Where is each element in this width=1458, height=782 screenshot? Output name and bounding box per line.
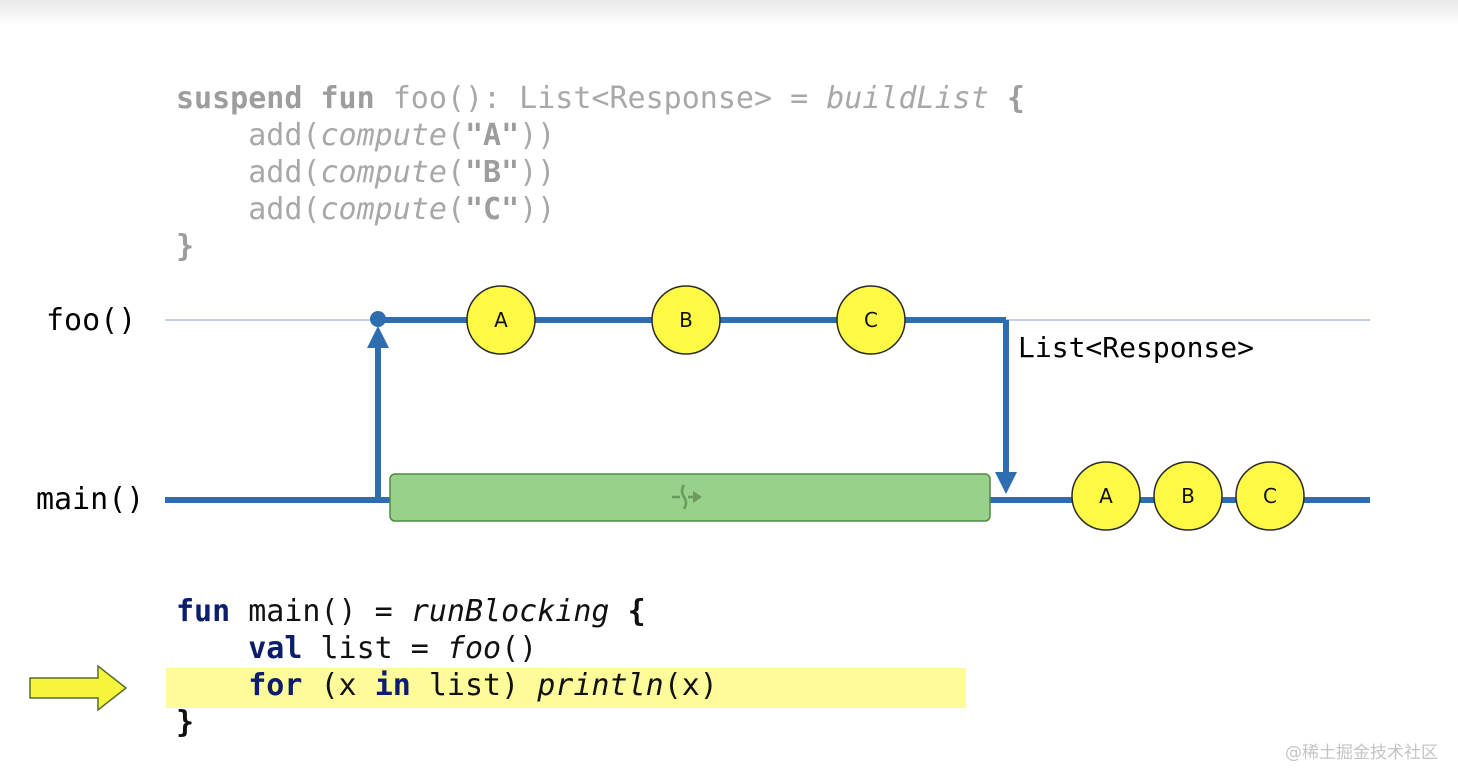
code-space (610, 594, 628, 629)
code-text: () (501, 631, 538, 666)
paren: )) (519, 192, 556, 227)
main-nodes: A B C (1071, 461, 1305, 531)
add-call: add( (248, 155, 321, 190)
compute-call: compute (320, 192, 447, 227)
code-text: list = (302, 631, 447, 666)
code-line: suspend fun foo(): List<Response> = buil… (176, 80, 1025, 117)
foo-lane-label: foo() (46, 303, 137, 338)
main-node-b (1153, 461, 1223, 531)
code-text: (x) (663, 668, 718, 703)
open-brace: { (627, 594, 646, 629)
foo-node-c (836, 285, 906, 355)
main-node-label: B (1181, 484, 1195, 508)
builder-name: buildList (826, 81, 989, 116)
paren: ( (446, 155, 465, 190)
compute-call: compute (320, 155, 447, 190)
paren: )) (519, 155, 556, 190)
close-brace: } (176, 705, 195, 740)
keyword-fun: fun (320, 81, 375, 116)
current-line-pointer-icon (29, 664, 128, 712)
println-call: println (537, 668, 664, 703)
keyword-val: val (248, 631, 303, 666)
keyword-fun: fun (176, 594, 231, 629)
watermark: @稀土掘金技术社区 (1285, 743, 1438, 763)
code-indent (176, 668, 248, 703)
foo-node-label: A (494, 308, 508, 332)
code-line-current: for (x in list) println(x) (176, 667, 718, 704)
open-brace: { (1006, 81, 1025, 116)
code-line: add(compute("B")) (176, 154, 1025, 191)
foo-node-a (466, 285, 536, 355)
return-arrow-head (995, 472, 1017, 494)
foo-call: foo (446, 631, 502, 666)
add-call: add( (248, 192, 321, 227)
suspend-icon (672, 484, 702, 510)
paren: ( (446, 192, 465, 227)
current-line-highlight (166, 668, 966, 708)
call-arrow-head (367, 326, 389, 348)
code-line: add(compute("A")) (176, 117, 1025, 154)
main-function-code: fun main() = runBlocking { val list = fo… (176, 593, 718, 741)
code-line: val list = foo() (176, 630, 718, 667)
string-literal: "A" (465, 118, 520, 153)
foo-node-b (651, 285, 721, 355)
code-line: } (176, 704, 718, 741)
code-line: add(compute("C")) (176, 191, 1025, 228)
code-line: fun main() = runBlocking { (176, 593, 718, 630)
suspend-function-code: suspend fun foo(): List<Response> = buil… (176, 80, 1025, 265)
code-indent (176, 631, 248, 666)
foo-node-label: B (679, 308, 693, 332)
string-literal: "C" (465, 192, 520, 227)
add-call: add( (248, 118, 321, 153)
builder-name: runBlocking (410, 594, 610, 629)
keyword-for: for (248, 668, 303, 703)
code-line: } (176, 228, 1025, 265)
string-literal: "B" (465, 155, 520, 190)
code-text: list) (410, 668, 538, 703)
call-start-dot (370, 311, 386, 327)
paren: ( (446, 118, 465, 153)
top-bar (0, 0, 1458, 26)
paren: )) (519, 118, 556, 153)
function-signature: main() = (230, 594, 411, 629)
main-node-a (1071, 461, 1141, 531)
function-signature: foo(): List<Response> = (374, 81, 827, 116)
keyword-suspend: suspend (176, 81, 303, 116)
main-node-label: C (1263, 484, 1277, 508)
main-lane-label: main() (36, 482, 145, 517)
main-node-c (1235, 461, 1305, 531)
compute-call: compute (320, 118, 447, 153)
close-brace: } (176, 229, 195, 264)
foo-node-label: C (864, 308, 878, 332)
return-type-label: List<Response> (1018, 331, 1255, 364)
code-text: (x (302, 668, 375, 703)
keyword-in: in (374, 668, 411, 703)
main-node-label: A (1099, 484, 1113, 508)
foo-nodes: A B C (466, 285, 906, 355)
